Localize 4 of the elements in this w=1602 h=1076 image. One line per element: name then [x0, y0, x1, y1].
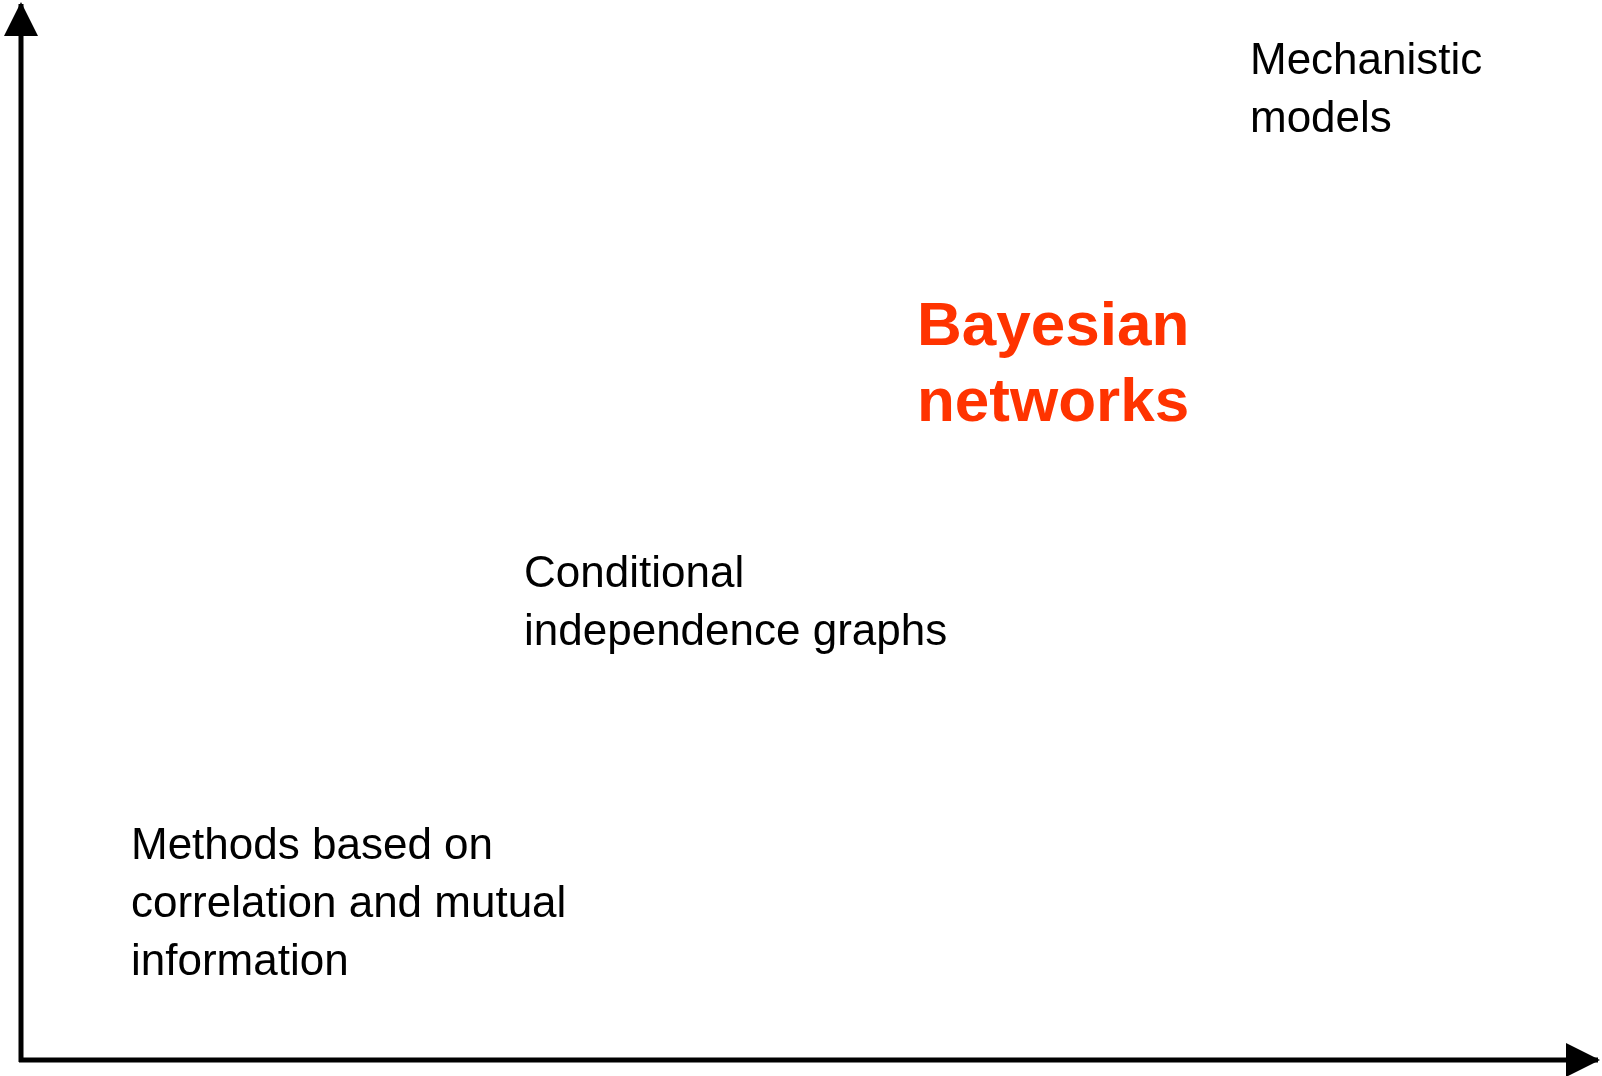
axis-region-label: Bayesian networks: [917, 288, 1191, 436]
axis-region-label: Conditional independence graphs: [524, 546, 949, 656]
axis-region-label: Mechanistic models: [1250, 33, 1484, 143]
axis-region-label: Methods based on correlation and mutual information: [131, 818, 568, 986]
